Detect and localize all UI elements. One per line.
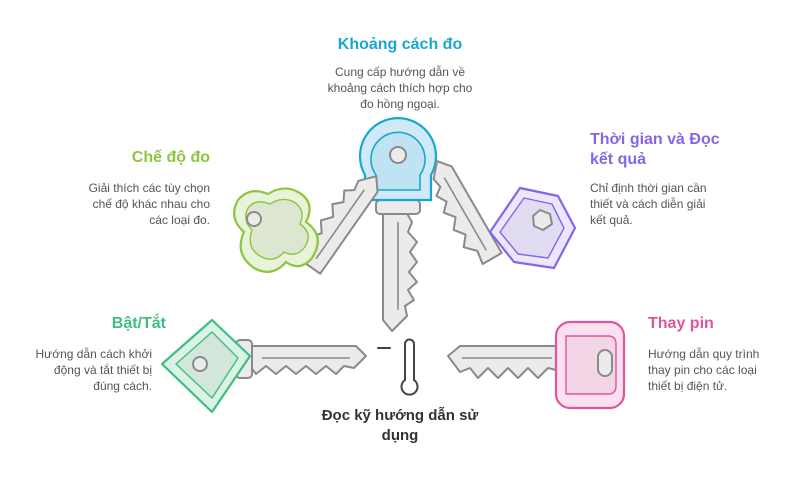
label-khoang-cach-do: Khoảng cách đo xyxy=(320,35,480,55)
title-thay-pin: Thay pin xyxy=(648,315,714,332)
label-thoi-gian: Thời gian và Đọc kết quả xyxy=(590,130,740,170)
desc-bat-tat: Hướng dẫn cách khởi động và tắt thiết bị… xyxy=(35,347,153,393)
center-title: Đọc kỹ hướng dẫn sử dụng xyxy=(321,407,479,444)
key-collar xyxy=(375,199,421,215)
label-bat-tat: Bật/Tắt xyxy=(60,314,166,334)
key-blade xyxy=(382,211,418,332)
diamond-key-icon xyxy=(160,318,252,414)
key-blade xyxy=(432,160,503,265)
desc-thoi-gian: Chỉ định thời gian cần thiết và cách diễ… xyxy=(590,181,707,227)
label-che-do-do: Chế độ đo xyxy=(60,148,210,168)
title-thoi-gian: Thời gian và Đọc kết quả xyxy=(590,131,720,168)
trefoil-key-icon xyxy=(233,187,319,273)
hexagon-key-icon xyxy=(488,186,577,270)
title-bat-tat: Bật/Tắt xyxy=(111,315,166,332)
desc-khoang-cach-do: Cung cấp hướng dẫn về khoảng cách thích … xyxy=(327,65,473,111)
key-thoi-gian xyxy=(432,160,503,265)
key-blade xyxy=(447,345,557,379)
title-che-do-do: Chế độ đo xyxy=(131,149,210,166)
key-thay-pin xyxy=(447,345,557,379)
rounded-rect-key-icon xyxy=(554,320,626,410)
key-blade xyxy=(249,345,367,375)
label-thay-pin: Thay pin xyxy=(648,314,768,334)
desc-che-do-do: Giải thích các tùy chọn chế độ khác nhau… xyxy=(88,181,210,227)
title-khoang-cach-do: Khoảng cách đo xyxy=(337,36,463,53)
key-bat-tat xyxy=(235,339,367,379)
key-khoang-cach-do xyxy=(358,117,438,332)
thermometer-icon xyxy=(377,338,419,396)
desc-thay-pin: Hướng dẫn quy trình thay pin cho các loạ… xyxy=(648,347,760,393)
